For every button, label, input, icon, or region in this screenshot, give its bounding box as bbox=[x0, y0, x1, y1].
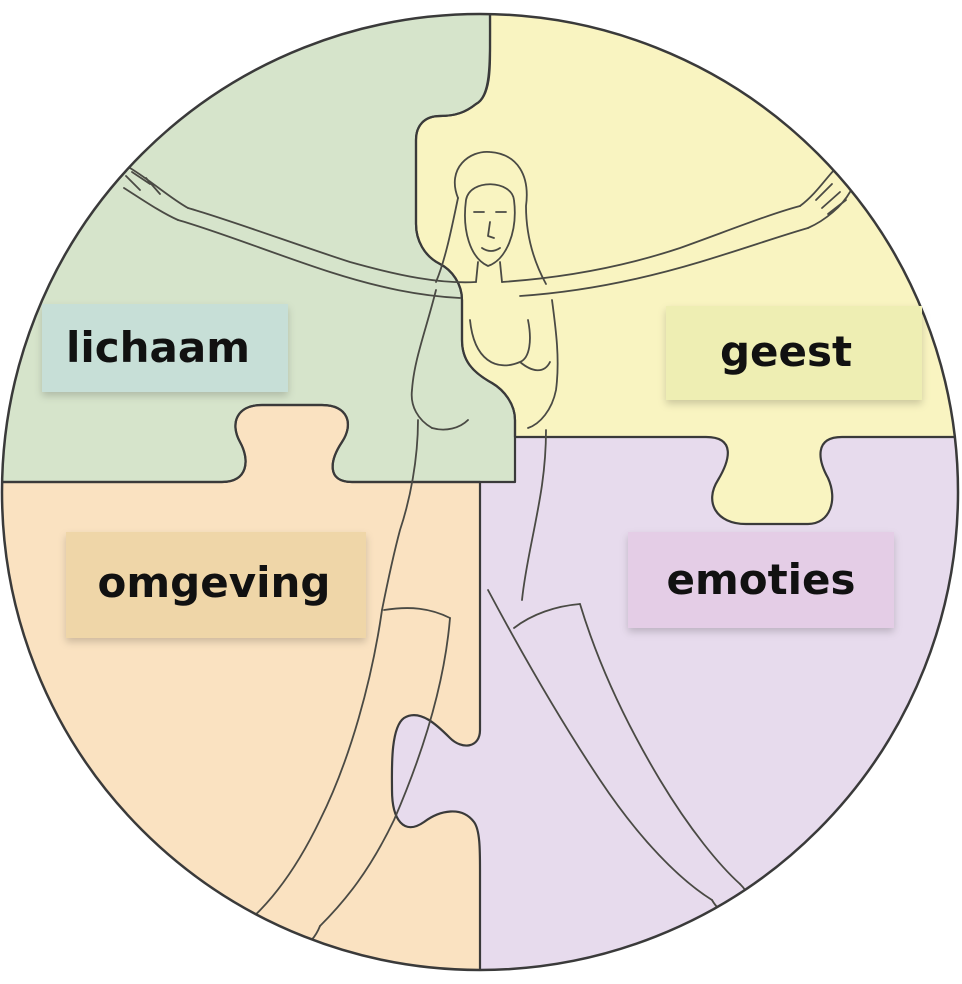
circle-border bbox=[0, 12, 960, 972]
figure-left-hand bbox=[123, 167, 189, 221]
figure-right-hand bbox=[799, 167, 851, 229]
label-environment-background bbox=[66, 532, 366, 638]
label-mind-background bbox=[666, 306, 922, 400]
figure-right-leg bbox=[487, 589, 741, 901]
figure-hair bbox=[453, 151, 547, 285]
label-emotions-background bbox=[628, 532, 894, 628]
figure-hips bbox=[381, 419, 547, 611]
label-environment bbox=[66, 532, 366, 638]
figure-face bbox=[473, 211, 507, 252]
figure-left-arm bbox=[177, 207, 477, 299]
label-body-background bbox=[42, 304, 288, 392]
figure-left-leg bbox=[249, 609, 451, 927]
figure-right-arm bbox=[501, 205, 809, 297]
label-environment-text: omgeving bbox=[98, 558, 331, 607]
label-mind bbox=[666, 306, 922, 400]
environment-puzzle-piece bbox=[2, 405, 480, 970]
figure-head bbox=[464, 183, 516, 267]
figure-torso bbox=[410, 289, 559, 429]
label-emotions bbox=[628, 532, 894, 628]
label-mind-text: geest bbox=[720, 327, 852, 376]
label-emotions-text: emoties bbox=[666, 555, 855, 604]
label-body bbox=[42, 304, 288, 392]
label-body-text: lichaam bbox=[66, 323, 250, 372]
environment-piece-outline bbox=[2, 403, 482, 970]
